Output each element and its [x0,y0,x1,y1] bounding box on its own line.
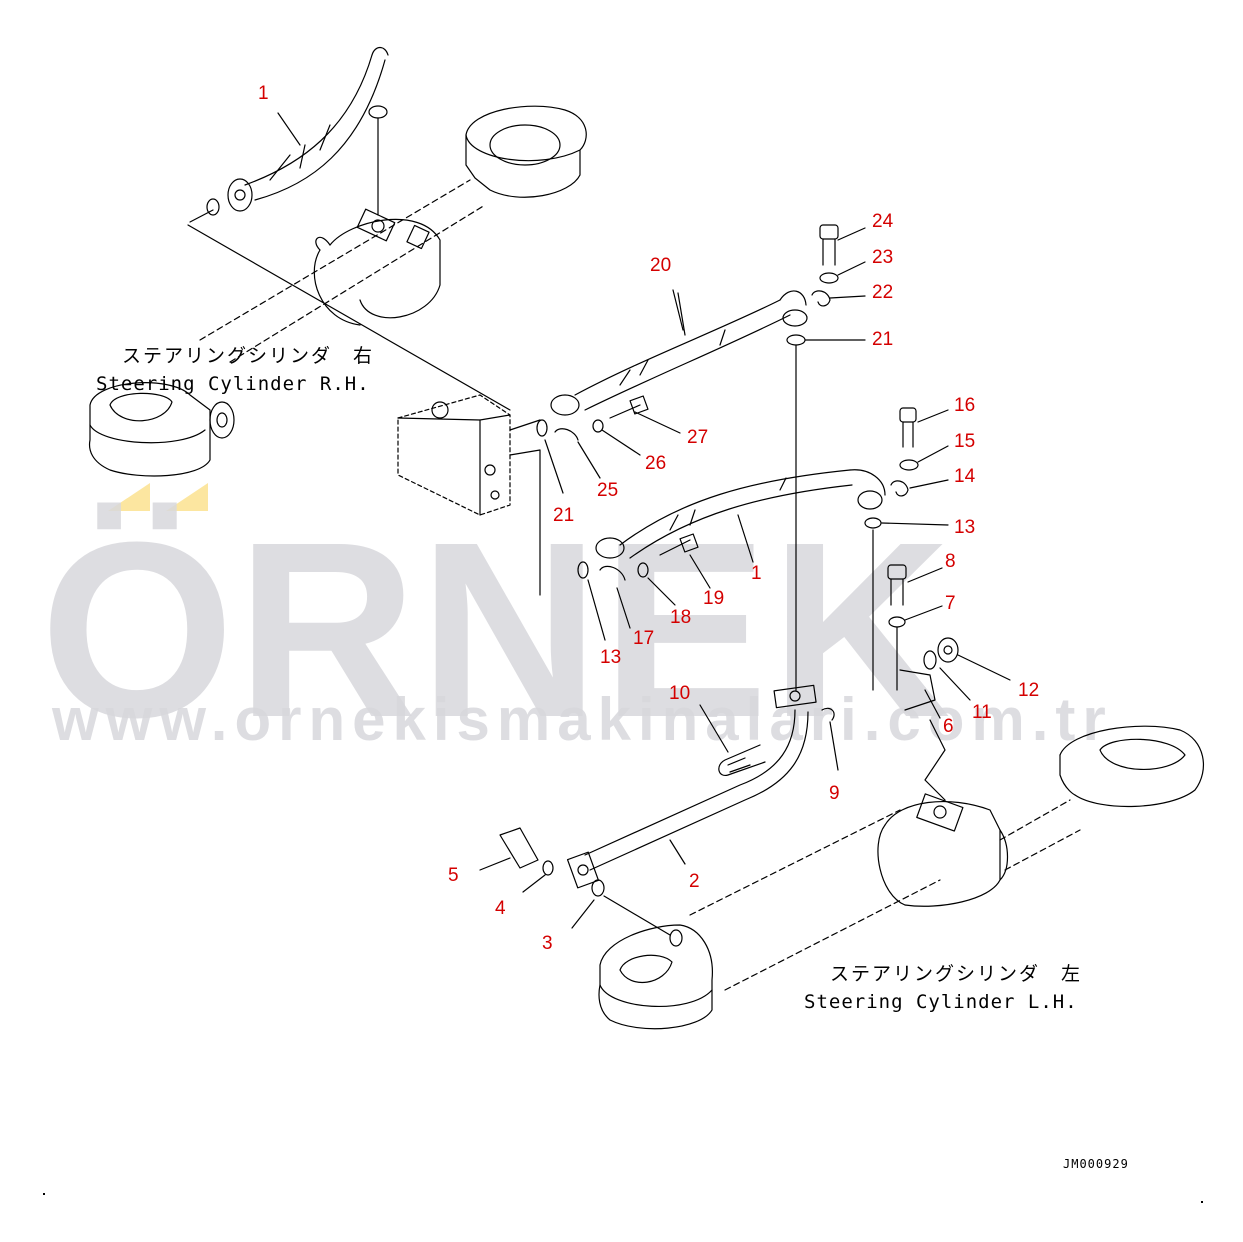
callout-3[interactable]: 3 [542,933,553,954]
corner-mark [43,1193,45,1195]
callout-13[interactable]: 13 [954,517,976,538]
callout-21-valve[interactable]: 21 [553,505,575,526]
callout-22[interactable]: 22 [872,282,894,303]
callout-10[interactable]: 10 [669,683,691,704]
caption-rh-jp: ステアリングシリンダ 右 [122,345,375,367]
callout-20[interactable]: 20 [650,255,672,276]
callout-12[interactable]: 12 [1018,680,1040,701]
callout-24[interactable]: 24 [872,211,894,232]
callout-21[interactable]: 21 [872,329,894,350]
hose-1-middle [577,407,919,691]
callout-23[interactable]: 23 [872,247,894,268]
callout-14[interactable]: 14 [954,466,976,487]
callout-15[interactable]: 15 [954,431,976,452]
callout-17[interactable]: 17 [633,628,655,649]
callout-25[interactable]: 25 [597,480,619,501]
callout-11[interactable]: 11 [972,702,992,723]
lh-cylinder [598,725,1204,1030]
callout-26[interactable]: 26 [645,453,667,474]
caption-lh-jp: ステアリングシリンダ 左 [830,963,1083,985]
callout-5[interactable]: 5 [448,865,459,886]
tube-2 [499,684,835,936]
callout-27[interactable]: 27 [687,427,709,448]
callout-4[interactable]: 4 [495,898,506,919]
leader-lines [277,112,1011,929]
callout-18[interactable]: 18 [670,607,692,628]
document-id: JM000929 [1063,1157,1129,1171]
caption-lh-en: Steering Cylinder L.H. [804,991,1078,1013]
watermark-brand: ÖRNEK [40,490,953,769]
callout-2[interactable]: 2 [689,871,700,892]
callout-6[interactable]: 6 [943,716,954,737]
bracket-hardware [887,564,959,801]
corner-mark [1201,1201,1203,1203]
callout-1-middle[interactable]: 1 [751,563,762,584]
callout-16[interactable]: 16 [954,395,976,416]
callout-7[interactable]: 7 [945,593,956,614]
valve-block [397,394,541,596]
hose-20 [536,224,839,691]
caption-rh-en: Steering Cylinder R.H. [96,373,370,395]
caption-lh-cylinder: ステアリングシリンダ 左 Steering Cylinder L.H. [804,960,1082,1016]
watermark-umlaut-marks [108,483,208,511]
callout-19[interactable]: 19 [703,588,725,609]
callout-8[interactable]: 8 [945,551,956,572]
callout-13-lower[interactable]: 13 [600,647,622,668]
callout-9[interactable]: 9 [829,783,840,804]
callout-1[interactable]: 1 [258,83,269,104]
caption-rh-cylinder: ステアリングシリンダ 右 Steering Cylinder R.H. [96,342,374,398]
hose-1-upper [189,46,389,223]
rh-cylinder [88,105,587,477]
